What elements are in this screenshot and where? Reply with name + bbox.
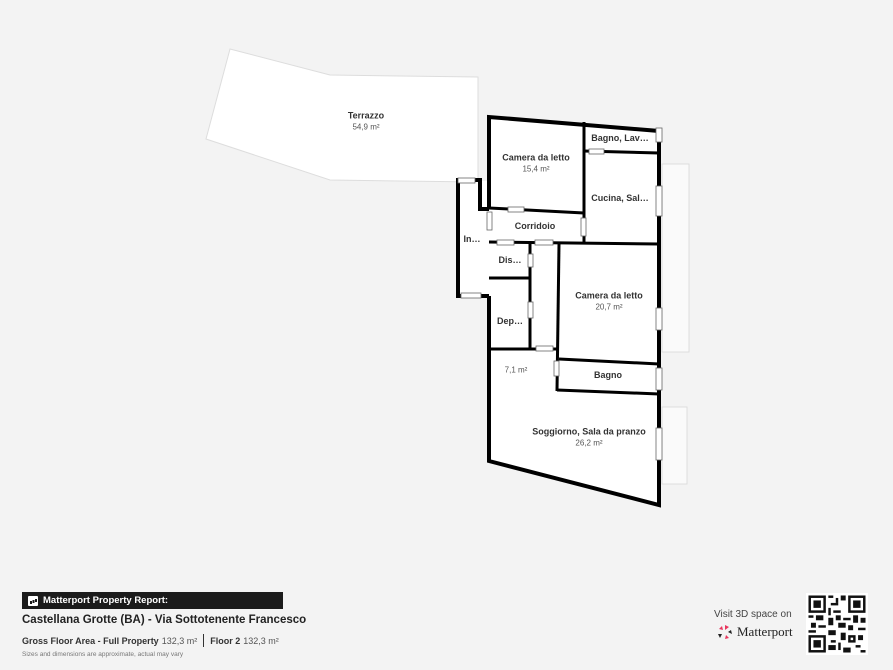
room-label-bagno: Bagno (594, 370, 622, 380)
gross-area-label: Gross Floor Area - Full Property (22, 635, 159, 646)
room-label-camera-da-letto: Camera da letto 15,4 m² (502, 152, 570, 174)
room-label-soggiorno: Soggiorno, Sala da pranzo 26,2 m² (532, 426, 646, 448)
gross-area-value: 132,3 m² (161, 635, 198, 646)
room-label-camera-da-letto-2: Camera da letto 20,7 m² (575, 290, 643, 312)
qr-code[interactable] (806, 593, 868, 655)
floorplan (205, 48, 690, 508)
matterport-logo[interactable]: Matterport (717, 624, 793, 640)
building-chart-icon (28, 595, 38, 606)
report-title-bar: Matterport Property Report: (22, 592, 283, 609)
floor-label: Floor 2 (210, 635, 241, 646)
room-label-disimpegno: Dis… (498, 255, 522, 265)
room-label-bagno-lavanderia: Bagno, Lav… (591, 133, 649, 143)
balcony-outline (661, 406, 688, 485)
property-address: Castellana Grotte (BA) - Via Sottotenent… (22, 614, 307, 626)
room-label-deposito: Dep… (496, 316, 524, 326)
area-summary: Gross Floor Area - Full Property 132,3 m… (22, 634, 279, 647)
room-label-terrazzo: Terrazzo 54,9 m² (347, 110, 385, 132)
divider (203, 634, 205, 647)
room-label-cucina: Cucina, Sal… (591, 193, 649, 203)
report-title: Matterport Property Report: (43, 595, 169, 606)
room-label-corridoio: Corridoio (514, 221, 556, 231)
terrace-outline (205, 48, 479, 183)
matterport-brand: Matterport (737, 624, 793, 639)
visit-3d-text: Visit 3D space on (714, 609, 792, 620)
room-label-unnamed: 7,1 m² (504, 365, 528, 375)
disclaimer: Sizes and dimensions are approximate, ac… (22, 651, 184, 658)
balcony-outline (661, 163, 690, 353)
matterport-logo-icon (718, 625, 732, 639)
floor-area-value: 132,3 m² (243, 635, 279, 646)
room-label-ingresso: In… (463, 234, 481, 244)
